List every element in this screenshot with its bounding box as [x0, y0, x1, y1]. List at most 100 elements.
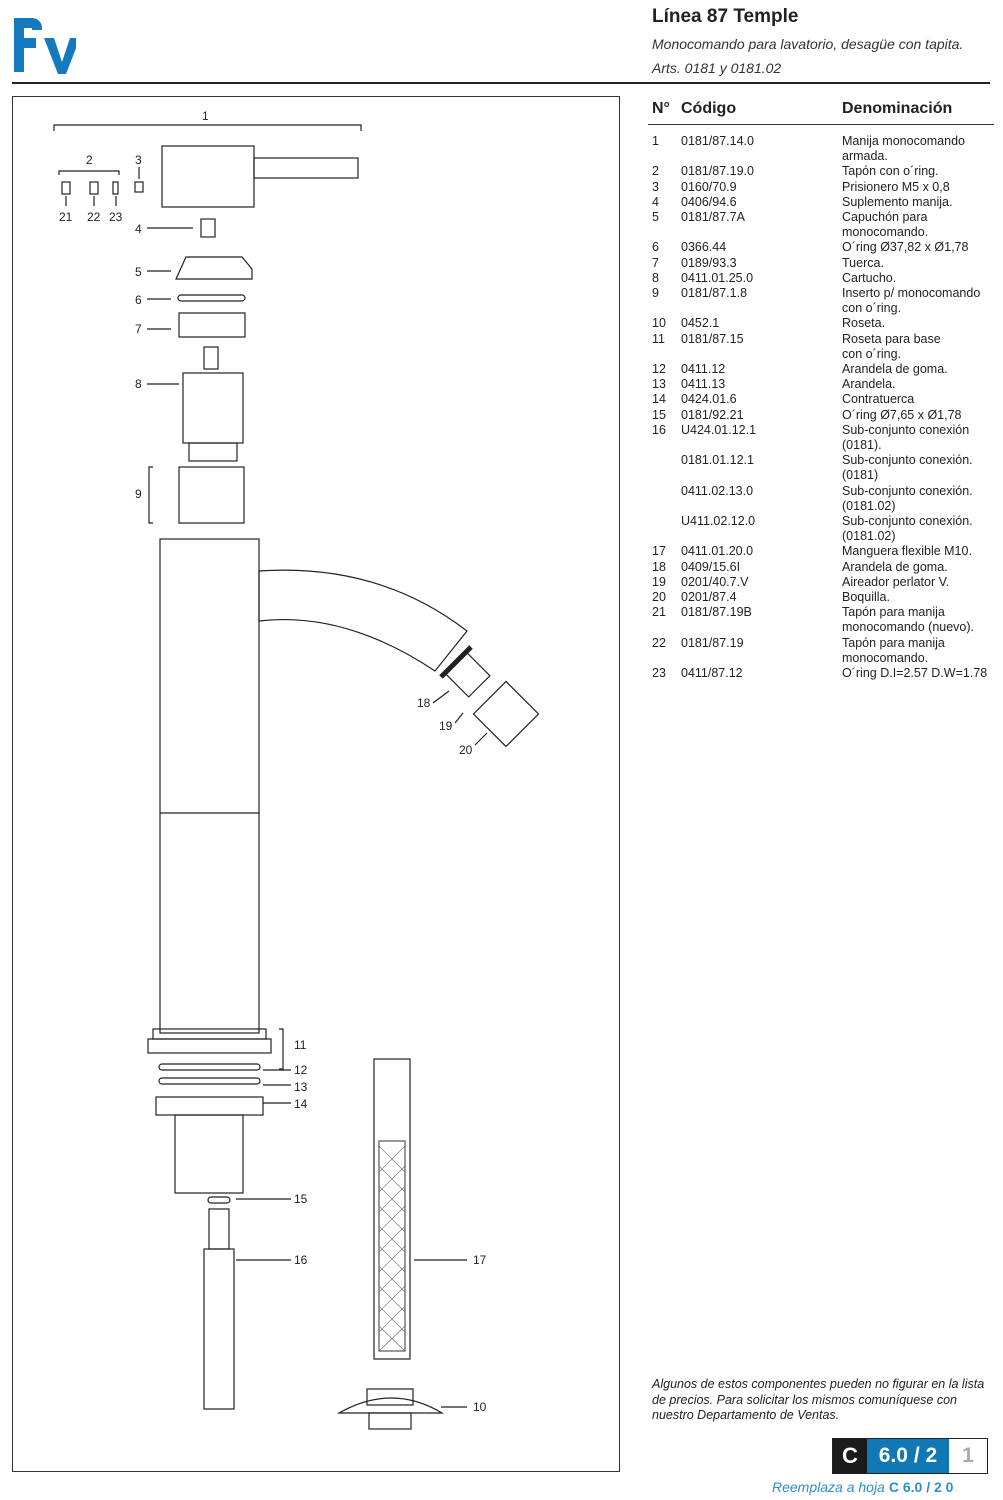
row-code: 0181/87.19.0 [681, 164, 754, 179]
callout-22: 22 [87, 210, 101, 224]
row-number: 17 [652, 544, 666, 559]
row-name: Roseta. [842, 316, 886, 331]
part-15-oring [207, 1196, 231, 1204]
row-name: Manija monocomando armada. [842, 134, 965, 164]
part-17-flexible-hose [373, 1058, 411, 1360]
row-number: 12 [652, 362, 666, 376]
callout-1: 1 [202, 109, 209, 123]
footnote: Algunos de estos componentes pueden no f… [652, 1377, 985, 1422]
row-number: 11 [652, 331, 665, 346]
part-16-connection [208, 1208, 230, 1250]
callout-10: 10 [473, 1400, 487, 1414]
row-name: Sub-conjunto conexión (0181). [842, 422, 970, 452]
part-21-plug [61, 181, 71, 195]
row-code: 0181/87.1.8 [681, 286, 748, 300]
row-code: 0201/40.7.V [681, 574, 749, 589]
part-5-cap [175, 256, 253, 280]
sheet-code: 6.0 / 2 [867, 1439, 949, 1473]
part-9-insert [178, 466, 245, 524]
callout-8: 8 [135, 377, 142, 391]
row-name: Inserto p/ monocomando con o´ring. [842, 286, 981, 316]
row-code: 0409/15.6I [681, 559, 741, 574]
col-header-number: N° [652, 100, 670, 117]
part-18-washer [439, 645, 473, 679]
row-number: 18 [652, 559, 666, 574]
row-name: Roseta para base con o´ring. [842, 331, 941, 361]
hose-mesh [378, 1145, 406, 1352]
row-name: Tapón para manija monocomando (nuevo). [842, 605, 975, 635]
row-code: U411.02.12.0 [681, 514, 756, 528]
row-code: U424.01.12.1 [681, 422, 757, 437]
row-name: Manguera flexible M10. [842, 544, 972, 559]
replaces-code: C 6.0 / 2 0 [888, 1479, 954, 1495]
row-code: 0181.01.12.1 [681, 453, 754, 468]
row-name: O´ring Ø7,65 x Ø1,78 [842, 407, 962, 422]
part-3-set-screw [134, 181, 144, 193]
faucet-body [159, 538, 260, 1034]
row-name: Tapón para manija monocomando. [842, 635, 945, 665]
row-number: 4 [652, 194, 659, 209]
row-name: Sub-conjunto conexión. (0181.02) [842, 483, 973, 513]
part-7-nut [178, 312, 246, 338]
part-22-plug [89, 181, 99, 195]
row-code: 0411.01.25.0 [681, 270, 754, 285]
part-1-handle-lever [253, 157, 359, 179]
row-number: 10 [652, 316, 666, 331]
row-code: 0181/87.14.0 [681, 134, 754, 148]
bracket-9 [148, 466, 153, 524]
callout-11: 11 [294, 1038, 307, 1052]
document-subtitle: Monocomando para lavatorio, desagüe con … [652, 36, 964, 52]
dimension-bracket-1 [53, 124, 362, 131]
callout-4: 4 [135, 222, 142, 236]
row-code: 0181/87.19 [681, 635, 744, 650]
row-code: 0189/93.3 [681, 255, 737, 270]
part-1-handle-body [161, 145, 255, 208]
row-name: Boquilla. [842, 590, 890, 604]
callout-5: 5 [135, 265, 142, 279]
brand-logo: fv [14, 18, 76, 74]
row-code: 0406/94.6 [681, 194, 737, 209]
part-13-washer [158, 1077, 261, 1085]
row-number: 5 [652, 210, 659, 224]
row-name: O´ring Ø37,82 x Ø1,78 [842, 240, 969, 255]
row-number: 23 [652, 666, 666, 680]
row-number: 1 [652, 134, 659, 148]
row-number: 15 [652, 407, 666, 422]
part-8-cartridge [182, 372, 244, 444]
exploded-drawing: 1 2 3 21 22 23 4 5 6 7 8 9 18 19 20 11 1… [53, 109, 540, 1430]
part-11-base-rosette [147, 1038, 272, 1054]
part-4-supplement [200, 218, 216, 238]
row-number: 8 [652, 270, 659, 285]
bracket-2 [58, 170, 120, 175]
row-number: 21 [652, 605, 666, 620]
callout-labels: 1 2 3 21 22 23 4 5 6 7 8 9 18 19 20 11 1… [59, 109, 487, 1414]
row-name: Suplemento manija. [842, 194, 953, 209]
part-12-washer [158, 1063, 261, 1071]
row-number: 14 [652, 392, 666, 407]
part-14-locknut [155, 1096, 264, 1116]
row-code: 0181/92.21 [681, 407, 744, 422]
row-name: Arandela de goma. [842, 559, 948, 574]
row-code: 0181/87.19B [681, 605, 752, 620]
sheet-page: 1 [949, 1439, 987, 1473]
row-name: Sub-conjunto conexión. (0181.02) [842, 514, 973, 544]
replaces-label: Reemplaza a hoja [772, 1479, 885, 1495]
row-number: 3 [652, 179, 659, 194]
row-number: 2 [652, 164, 659, 179]
row-code: 0181/87.15 [681, 331, 744, 346]
row-name: Arandela. [842, 377, 896, 392]
row-code: 0452.1 [681, 316, 720, 331]
part-10-rosette [336, 1397, 445, 1414]
faucet-spout [258, 569, 468, 672]
row-name: O´ring D.I=2.57 D.W=1.78 [842, 666, 988, 680]
callout-7: 7 [135, 322, 142, 336]
document-articles: Arts. 0181 y 0181.02 [652, 60, 782, 76]
row-name: Tuerca. [842, 255, 884, 270]
row-code: 0201/87.4 [681, 590, 737, 604]
part-23-oring [112, 181, 119, 195]
row-code: 0366.44 [681, 240, 727, 255]
row-name: Aireador perlator V. [842, 574, 950, 589]
row-code: 0411.02.13.0 [681, 483, 754, 498]
callout-23: 23 [109, 210, 123, 224]
